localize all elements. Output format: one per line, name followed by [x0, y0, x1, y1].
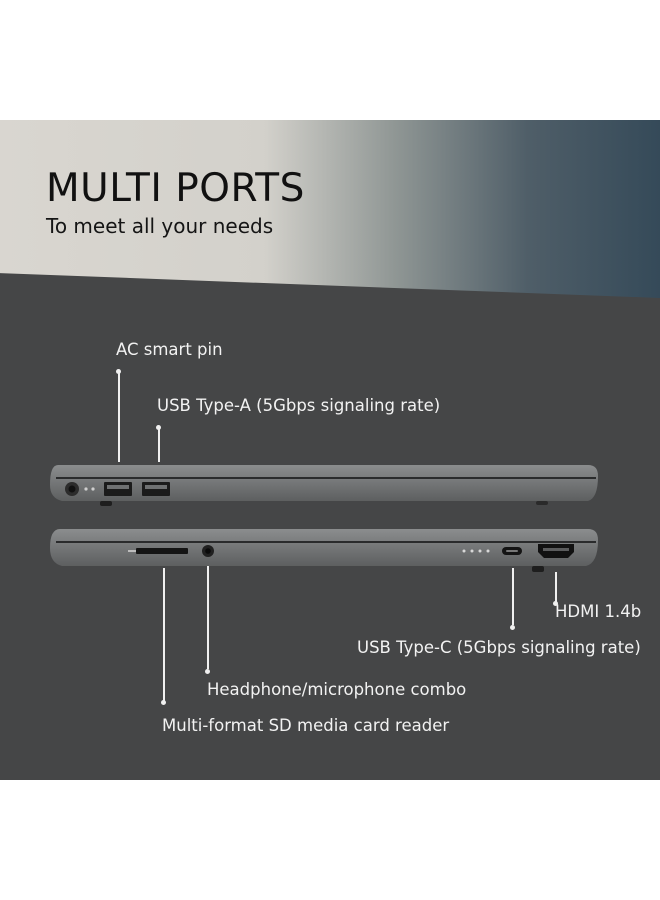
sd-reader-label: Multi-format SD media card reader	[162, 716, 450, 735]
ac-pin-label: AC smart pin	[116, 340, 223, 359]
title-banner	[0, 120, 660, 298]
audio-callout-dot	[205, 669, 210, 674]
page-subtitle: To meet all your needs	[46, 214, 274, 238]
status-lights-icon	[462, 549, 490, 553]
sd-callout-dot	[161, 700, 166, 705]
ac-pin-callout-line	[118, 372, 120, 462]
audio-jack-icon	[202, 545, 214, 557]
usb-c-callout-dot	[510, 625, 515, 630]
ports-panel: MULTI PORTS To meet all your needs	[0, 120, 660, 780]
page-title: MULTI PORTS	[46, 166, 305, 211]
sd-callout-line	[163, 568, 165, 701]
laptop-left-side	[50, 465, 598, 506]
usb-a-callout-dot	[156, 425, 161, 430]
usb-a-port-icon	[142, 482, 170, 496]
audio-callout-line	[207, 566, 209, 669]
hdmi-port-icon	[538, 544, 574, 558]
usb-c-label: USB Type-C (5Gbps signaling rate)	[357, 638, 641, 657]
hdmi-callout-dot	[553, 601, 558, 606]
usb-a-label: USB Type-A (5Gbps signaling rate)	[157, 396, 441, 415]
ac-pin-callout-dot	[116, 369, 121, 374]
power-port-icon	[65, 482, 79, 496]
usb-a-port-icon	[104, 482, 132, 496]
sd-card-slot-icon	[128, 548, 188, 554]
laptop-side-views	[50, 465, 598, 572]
hdmi-label: HDMI 1.4b	[555, 602, 642, 621]
hdmi-callout-line	[555, 572, 557, 602]
laptop-right-side	[50, 529, 598, 572]
usb-c-callout-line	[512, 568, 514, 625]
audio-label: Headphone/microphone combo	[207, 680, 467, 699]
usb-a-callout-line	[158, 428, 160, 462]
usb-c-port-icon	[502, 547, 522, 555]
